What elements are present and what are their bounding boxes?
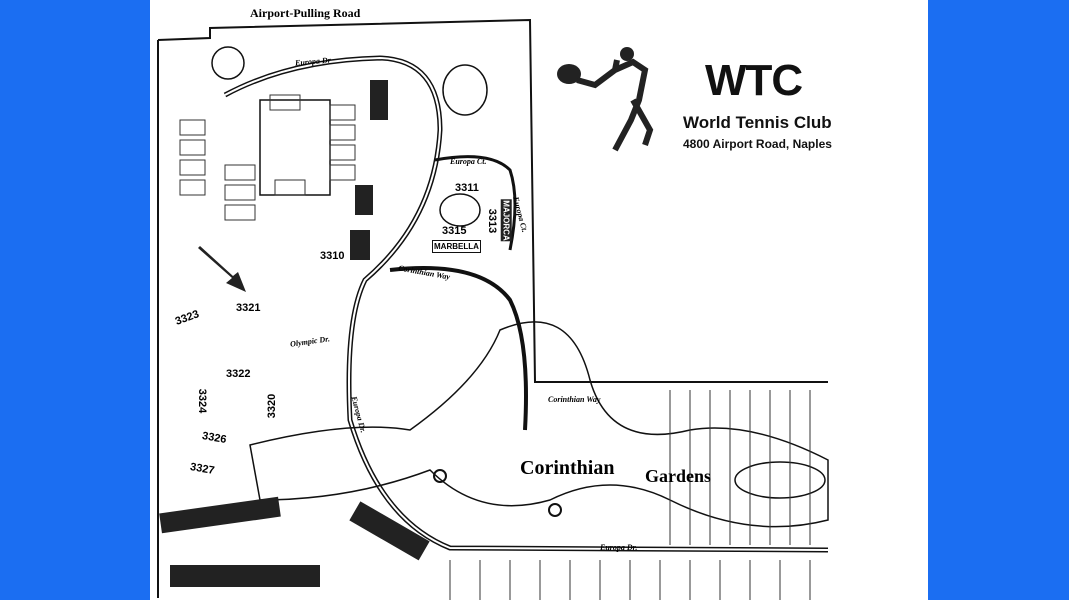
building-3321: 3321: [236, 302, 261, 314]
area-label-corinthian: Corinthian: [520, 457, 615, 479]
building-3320: 3320: [266, 393, 279, 419]
road-label-europa-dr-bottom: Europa Dr.: [600, 543, 638, 552]
site-map: Airport-Pulling Road Europa Dr Europa Ct…: [150, 0, 928, 600]
logo-club-name: World Tennis Club: [683, 113, 832, 132]
area-label-gardens: Gardens: [645, 466, 712, 486]
building-marbella: MARBELLA: [432, 240, 481, 253]
building-3322: 3322: [226, 368, 251, 380]
building-3324: 3324: [196, 388, 209, 414]
europa-ct-road: [434, 155, 517, 251]
building-3315: 3315: [442, 225, 467, 237]
building-3310: 3310: [320, 250, 345, 262]
corinthian-way-road: [389, 266, 528, 431]
road-label-airport-pulling: Airport-Pulling Road: [250, 6, 361, 20]
map-drawing: [157, 18, 829, 600]
building-3311: 3311: [455, 182, 479, 194]
location-arrow: [198, 246, 246, 292]
road-label-corinthian-way-2: Corinthian Way: [548, 395, 601, 404]
property-boundary: [157, 18, 828, 598]
building-3313: 3313: [486, 208, 499, 234]
logo-address: 4800 Airport Road, Naples: [683, 137, 832, 151]
logo-title: WTC: [705, 56, 803, 105]
tennis-player-logo-icon: [555, 40, 680, 160]
road-label-europa-ct: Europa Ct.: [450, 157, 487, 166]
building-majorca: MAJORCA: [500, 199, 512, 242]
lake: [249, 321, 829, 528]
